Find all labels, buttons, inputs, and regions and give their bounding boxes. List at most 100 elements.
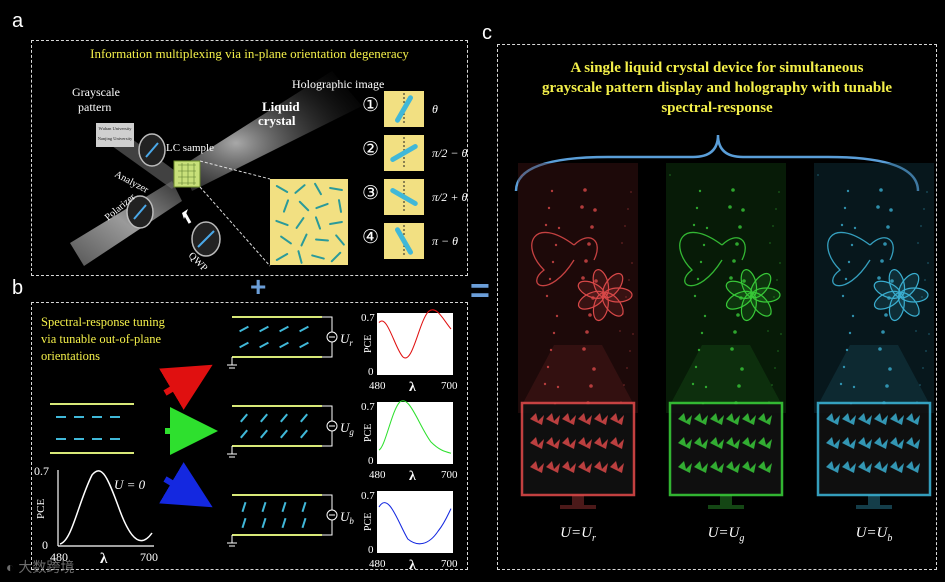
display-column-b: U=Ub (814, 163, 934, 544)
sparkle (701, 332, 703, 334)
case-number: ② (362, 139, 379, 160)
sparkle (741, 208, 745, 212)
sparkle (736, 313, 740, 317)
ylabel: PCE (363, 424, 374, 442)
sparkle (775, 208, 776, 209)
orientation-case-2: ②π/2 − θ (362, 135, 467, 171)
sparkle (852, 315, 854, 317)
sparkle (696, 207, 698, 209)
sparkle (917, 242, 918, 243)
lc-cell-driven-g: Ug (227, 406, 354, 457)
monitor-stand (868, 495, 880, 505)
sparkle (703, 244, 705, 246)
sparkle (521, 174, 522, 175)
sparkle (731, 188, 735, 192)
xlabel: λ (409, 558, 416, 569)
panel-label-b: b (12, 277, 23, 300)
panel-label-a: a (12, 10, 23, 33)
lc-molecule (242, 502, 245, 512)
holo-word-crystal: crystal (258, 113, 296, 128)
sparkle (927, 262, 928, 263)
sparkle (588, 313, 592, 317)
lc-molecule (282, 518, 285, 528)
sparkle (580, 205, 584, 209)
sparkle (552, 261, 554, 263)
sparkle (549, 278, 551, 280)
sparkle (779, 262, 780, 263)
case-number: ① (362, 95, 379, 116)
sparkle (880, 259, 884, 263)
sparkle (587, 242, 591, 246)
monitor-base (560, 505, 596, 509)
sparkle (847, 190, 849, 192)
orientation-case-1: ①θ (362, 91, 438, 127)
sparkle (769, 242, 770, 243)
lc-molecule (300, 327, 309, 332)
lc-sample (174, 161, 200, 187)
monitor-stand (572, 495, 584, 505)
sparkle (817, 174, 818, 175)
sparkle (624, 225, 625, 226)
lc-alignment-zoom (270, 179, 348, 265)
sparkle (780, 333, 781, 334)
ground-icon (227, 357, 237, 368)
sparkle (558, 227, 560, 229)
lc-molecule (240, 343, 249, 348)
case-angle: π/2 + θ (432, 190, 467, 204)
lc-molecule (261, 414, 267, 422)
sparkle (876, 205, 880, 209)
sparkle (629, 350, 630, 351)
qwp-disk (192, 222, 220, 256)
lc-molecule (240, 327, 249, 332)
ground-icon (227, 446, 237, 457)
sparkle (849, 332, 851, 334)
sparkle (619, 330, 620, 331)
sparkle (767, 330, 768, 331)
off-x-max: 700 (140, 550, 158, 564)
grayscale-pattern-image: Wuhan University Nanjing University (96, 123, 134, 147)
lc-molecule (316, 239, 328, 240)
sparkle (877, 276, 881, 280)
lc-molecule (281, 414, 287, 422)
sparkle (928, 333, 929, 334)
lc-cell-driven-b: Ub (227, 495, 354, 546)
qwp-arrow-shaft (185, 214, 190, 223)
lc-molecule (262, 502, 265, 512)
ylabel: PCE (363, 335, 374, 353)
sparkle (706, 227, 708, 229)
sparkle (626, 367, 627, 368)
analyzer-disk (139, 134, 165, 166)
analyzer-label: Analyzer (113, 169, 151, 196)
case-angle: θ (432, 102, 438, 116)
sparkle (922, 367, 923, 368)
lc-molecule (280, 327, 289, 332)
lc-molecule (301, 414, 307, 422)
sparkle (772, 225, 773, 226)
input-beam (70, 181, 182, 266)
orientation-cases: ①θ②π/2 − θ③π/2 + θ④π − θ (362, 91, 467, 259)
sparkle (915, 330, 916, 331)
holo-word-liquid: Liquid (262, 99, 300, 114)
sparkle (728, 205, 732, 209)
pce-plot-g: 0.70PCE480700λ (361, 401, 458, 484)
sparkle (732, 259, 736, 263)
y-max: 0.7 (361, 312, 375, 324)
sparkle (699, 190, 701, 192)
lc-molecule (280, 343, 289, 348)
sparkle (631, 262, 632, 263)
red-arrow-icon (165, 377, 192, 393)
sparkle (627, 208, 628, 209)
monitor-display (818, 403, 930, 509)
sparkle (630, 191, 631, 192)
y-min: 0 (368, 366, 374, 378)
watermark-text: 大数跨境 (18, 559, 74, 575)
sparkle (733, 330, 737, 334)
lc-molecule (301, 430, 307, 438)
sparkle (844, 207, 846, 209)
sparkle (735, 242, 739, 246)
sparkle (777, 350, 778, 351)
display-column-g: U=Ug (666, 163, 786, 544)
